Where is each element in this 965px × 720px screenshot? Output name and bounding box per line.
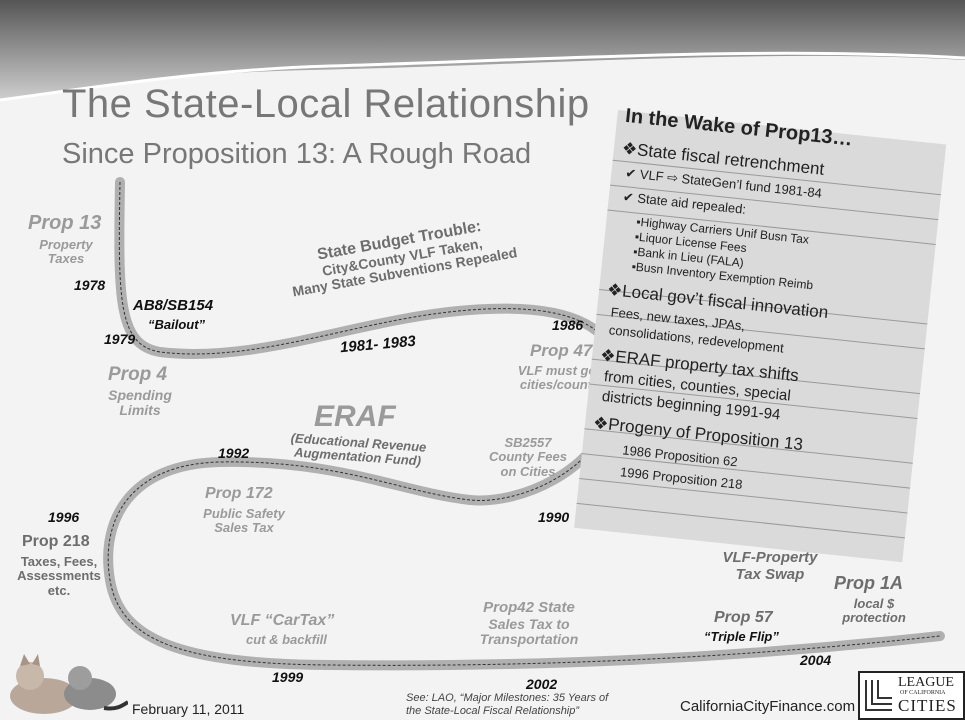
prop218-sub-line1: Taxes, Fees, xyxy=(20,554,98,569)
prop172-sub-line2: Sales Tax xyxy=(214,520,274,536)
footer-source: See: LAO, “Major Milestones: 35 Years of… xyxy=(406,692,608,718)
panel-rule xyxy=(576,502,905,539)
page-subtitle: Since Proposition 13: A Rough Road xyxy=(62,138,532,170)
league-logo: LEAGUE OF CALIFORNIA CITIES xyxy=(858,671,965,720)
year-1999: 1999 xyxy=(272,669,304,685)
prop1a-label: Prop 1A xyxy=(834,573,904,593)
year-2002: 2002 xyxy=(526,676,558,692)
prop1a-sub-line1: local $ xyxy=(853,596,895,611)
ab8-label: AB8/SB154 xyxy=(133,297,214,314)
prop13-sub: Property Taxes xyxy=(28,237,104,267)
bailout-label: “Bailout” xyxy=(148,317,206,332)
prop172-label: Prop 172 xyxy=(205,485,273,502)
page-title: The State-Local Relationship xyxy=(62,82,590,126)
year-1978: 1978 xyxy=(74,277,106,293)
vlf-cartax-label: VLF “CarTax” xyxy=(230,612,335,629)
league-logo-mark xyxy=(865,680,892,711)
vlf-swap-label: VLF-Property Tax Swap xyxy=(708,549,832,583)
league-logo-line2: OF CALIFORNIA xyxy=(900,690,946,696)
year-1996: 1996 xyxy=(48,509,80,525)
year-1990: 1990 xyxy=(538,509,570,525)
prop42-label: Prop42 State Sales Tax to Transportation xyxy=(462,599,596,647)
footer-date: February 11, 2011 xyxy=(132,701,245,717)
sb2557-line1: SB2557 xyxy=(504,435,552,450)
prop218-sub: Taxes, Fees, Assessments etc. xyxy=(4,554,114,598)
prop47-label: Prop 47 xyxy=(530,341,593,360)
prop42-line3: Transportation xyxy=(479,630,579,647)
sb2557-label: SB2557 County Fees on Cities xyxy=(478,435,578,479)
prop13-sub-line1: Property xyxy=(39,237,93,252)
footer-source-line1: See: LAO, “Major Milestones: 35 Years of xyxy=(406,692,609,704)
prop1a-sub-line2: protection xyxy=(842,610,906,626)
cats-image xyxy=(10,654,128,714)
prop4-sub-line1: Spending xyxy=(108,387,172,403)
year-2004: 2004 xyxy=(800,652,832,668)
sb2557-line3: on Cities xyxy=(500,463,556,479)
footer-site: CaliforniaCityFinance.com xyxy=(680,698,856,715)
prop42-line2: Sales Tax to xyxy=(488,615,570,632)
league-logo-line1: LEAGUE xyxy=(898,675,954,690)
prop42-line1: Prop42 State xyxy=(483,599,575,616)
prop4-sub-line2: Limits xyxy=(119,402,161,419)
sb2557-line2: County Fees xyxy=(488,449,567,465)
prop4-label: Prop 4 xyxy=(108,364,168,385)
prop47-sub: VLF must go to cities/counties xyxy=(500,363,630,393)
cut-backfill-label: cut & backfill xyxy=(246,632,327,647)
prop13-sub-line2: Taxes xyxy=(47,251,85,267)
year-1986: 1986 xyxy=(552,317,584,333)
prop57-label: Prop 57 xyxy=(714,609,773,626)
vlf-swap-line1: VLF-Property xyxy=(722,549,818,566)
prop47-sub-line1: VLF must go to xyxy=(517,363,613,378)
prop218-sub-line2: Assessments xyxy=(17,568,101,584)
prop4-sub: Spending Limits xyxy=(100,387,180,419)
year-1979: 1979 xyxy=(104,331,136,347)
prop172-sub-line1: Public Safety xyxy=(203,506,285,521)
prop218-label: Prop 218 xyxy=(22,533,90,550)
prop218-sub-line3: etc. xyxy=(47,582,71,598)
eraf-label: ERAF xyxy=(314,400,396,433)
year-1992: 1992 xyxy=(218,445,250,461)
prop1a-sub: local $ protection xyxy=(826,596,922,626)
vlf-swap-line2: Tax Swap xyxy=(735,565,805,583)
header-swoosh xyxy=(0,0,965,102)
prop13-label: Prop 13 xyxy=(28,212,102,234)
footer-source-line2: the State-Local Fiscal Relationship” xyxy=(406,705,580,718)
prop13-aftermath-panel: In the Wake of Prop13… ❖State fiscal ret… xyxy=(574,105,947,563)
prop47-sub-line2: cities/counties xyxy=(519,377,611,393)
prop172-sub: Public Safety Sales Tax xyxy=(186,506,302,536)
league-logo-line3: CITIES xyxy=(898,696,957,715)
triple-flip-label: “Triple Flip” xyxy=(704,629,779,644)
